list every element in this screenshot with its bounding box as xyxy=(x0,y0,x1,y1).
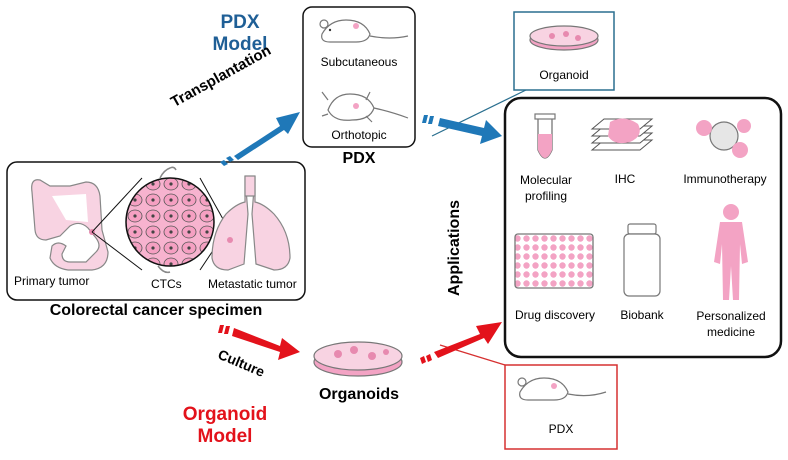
ihc-slides-icon xyxy=(590,118,654,151)
orthotopic-label: Orthotopic xyxy=(331,128,387,142)
metastatic-tumor-spot xyxy=(227,237,233,243)
organoid-model-title: Organoid Model xyxy=(170,404,280,448)
personalized-medicine-label: Personalized medicine xyxy=(684,308,778,340)
molecular-line2: profiling xyxy=(524,189,568,203)
applications-title: Applications xyxy=(446,199,463,296)
mouse-small xyxy=(517,377,607,401)
ihc-label: IHC xyxy=(614,172,636,186)
metastatic-tumor-label: Metastatic tumor xyxy=(208,277,297,291)
pdx-model-title: PDX Model xyxy=(200,12,280,56)
ctc-cluster xyxy=(125,177,215,267)
well-plate-icon xyxy=(514,233,594,289)
colon-illustration xyxy=(31,179,109,271)
petri-dish-small xyxy=(529,25,599,51)
organoid-box-label: Organoid xyxy=(539,68,589,82)
specimen-caption: Colorectal cancer specimen xyxy=(49,302,263,319)
personalized-line1: Personalized xyxy=(696,309,766,323)
subcutaneous-label: Subcutaneous xyxy=(320,55,398,69)
ctcs-label: CTCs xyxy=(151,277,182,291)
pdx-caption: PDX xyxy=(342,150,376,167)
molecular-line1: Molecular xyxy=(519,173,573,187)
molecular-profiling-label: Molecular profiling xyxy=(510,172,582,204)
pdx-to-applications-arrow xyxy=(422,115,502,144)
pdx-small-box-label: PDX xyxy=(548,422,574,436)
organoids-caption: Organoids xyxy=(318,386,399,403)
transplantation-arrow xyxy=(220,112,300,166)
biobank-label: Biobank xyxy=(620,308,664,322)
culture-arrow xyxy=(218,325,300,360)
organoids-to-applications-arrow xyxy=(420,322,502,364)
petri-dish-organoids xyxy=(313,341,403,377)
lungs-illustration xyxy=(211,175,291,271)
pdx-model-line2: Model xyxy=(212,34,268,55)
organoid-model-line2: Model xyxy=(197,426,253,447)
drug-discovery-label: Drug discovery xyxy=(514,308,596,322)
person-icon xyxy=(714,204,748,300)
immunotherapy-label: Immunotherapy xyxy=(683,172,767,186)
biobank-jar-icon xyxy=(623,223,661,297)
immune-cells-icon xyxy=(696,119,751,158)
pdx-model-line1: PDX xyxy=(220,12,260,33)
primary-tumor-label: Primary tumor xyxy=(14,274,90,288)
personalized-line2: medicine xyxy=(706,325,756,339)
organoid-model-line1: Organoid xyxy=(182,404,268,425)
tube-icon xyxy=(534,113,556,159)
organoid-result-box xyxy=(513,11,615,91)
mouse-orthotopic xyxy=(321,91,409,123)
